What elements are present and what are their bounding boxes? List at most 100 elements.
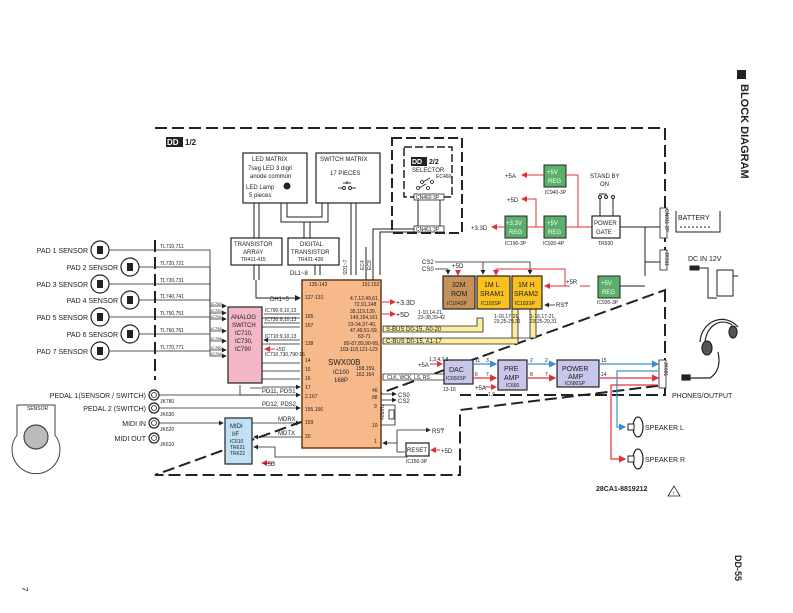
svg-text:DD: DD xyxy=(167,138,179,147)
pedal-device: SENSOR xyxy=(11,404,61,475)
svg-text:20: 20 xyxy=(305,434,311,440)
speaker-label: SPEAKER R xyxy=(645,457,685,464)
svg-text:AMP: AMP xyxy=(568,374,584,381)
svg-text:IC940-3P: IC940-3P xyxy=(545,190,567,196)
svg-text:17 PIECES: 17 PIECES xyxy=(330,171,360,177)
model-label: DD-55 xyxy=(733,555,743,581)
headphones-icon xyxy=(681,318,739,381)
svg-text:IC680SP: IC680SP xyxy=(565,381,586,387)
svg-text:ON: ON xyxy=(600,182,609,188)
speaker-label: SPEAKER L xyxy=(645,425,684,432)
svg-text:C-BUS D0-15, A1-17: C-BUS D0-15, A1-17 xyxy=(386,339,442,345)
svg-text:23-34,37-40,: 23-34,37-40, xyxy=(348,322,376,328)
svg-text:127-131: 127-131 xyxy=(305,295,324,301)
sub-frame xyxy=(391,137,463,234)
pad-ic-label: IC755 xyxy=(211,326,222,331)
jack-ref: JK620 xyxy=(160,427,174,433)
svg-text:103-118,121-123: 103-118,121-123 xyxy=(340,347,378,353)
sram1 xyxy=(476,275,511,310)
svg-text:46: 46 xyxy=(372,388,378,394)
svg-text:REG: REG xyxy=(548,179,561,185)
reg-5a xyxy=(543,164,567,188)
svg-text:7seg LED 3 digit: 7seg LED 3 digit xyxy=(248,166,292,172)
pad-tl-label: TL750,751 xyxy=(160,311,184,317)
standby-label: STAND BY xyxy=(590,174,620,180)
rom-32m xyxy=(442,275,476,310)
led-icon xyxy=(283,182,291,190)
svg-text:5 pieces: 5 pieces xyxy=(249,193,271,199)
svg-text:16: 16 xyxy=(305,376,311,382)
transistor-array-block xyxy=(230,237,283,266)
svg-text:72,91,148: 72,91,148 xyxy=(354,302,376,308)
cpu-v5d: +5D xyxy=(396,312,409,319)
svg-text:CN911 2P: CN911 2P xyxy=(663,209,669,232)
svg-text:+3.3V: +3.3V xyxy=(506,221,522,227)
svg-text:1M L: 1M L xyxy=(484,282,500,289)
svg-text:EC8: EC8 xyxy=(367,260,373,270)
svg-text:IC102SP: IC102SP xyxy=(481,301,502,307)
svg-text:IC930-3P: IC930-3P xyxy=(597,300,619,306)
svg-text:REG: REG xyxy=(602,290,615,296)
pad-tl-label: TL770,771 xyxy=(160,345,184,351)
svg-text:155,156: 155,156 xyxy=(305,407,323,413)
jack-label: PEDAL 2 (SWITCH) xyxy=(83,406,146,413)
analog-switch xyxy=(227,306,263,384)
svg-text:23,25-29,31: 23,25-29,31 xyxy=(494,319,521,325)
svg-text:PD12, PDS2: PD12, PDS2 xyxy=(262,402,297,408)
svg-text:23-38,39-42: 23-38,39-42 xyxy=(418,315,445,321)
svg-text:1-10,14-21,: 1-10,14-21, xyxy=(418,310,444,316)
svg-text:IC710,730,790:16: IC710,730,790:16 xyxy=(265,352,305,358)
pad-label: PAD 6 SENSOR xyxy=(67,332,118,339)
svg-text:1,9: 1,9 xyxy=(488,392,495,398)
svg-text:151: 151 xyxy=(362,282,371,288)
pad-ic-label: IC750 xyxy=(211,301,222,306)
side-title: BLOCK DIAGRAM xyxy=(737,70,750,179)
pad-tl-label: TL720,721 xyxy=(160,261,184,267)
speaker-r: SPEAKER R xyxy=(627,448,685,470)
svg-text:REG: REG xyxy=(548,230,561,236)
svg-text:+5A: +5A xyxy=(475,386,486,392)
svg-text:SENSOR: SENSOR xyxy=(27,406,49,412)
reset-ic xyxy=(405,442,430,457)
svg-text:CLK, WCK, LS, RS: CLK, WCK, LS, RS xyxy=(387,375,430,381)
svg-text:SD1~7: SD1~7 xyxy=(343,259,349,275)
svg-text:IC920-4P: IC920-4P xyxy=(543,241,565,247)
svg-text:IC790: IC790 xyxy=(235,347,252,353)
svg-text:TR621: TR621 xyxy=(230,445,245,451)
svg-text:135-142: 135-142 xyxy=(309,282,328,288)
svg-text:11: 11 xyxy=(475,358,480,364)
svg-text:CS2: CS2 xyxy=(422,260,434,266)
pad-label: PAD 3 SENSOR xyxy=(37,282,88,289)
sram2 xyxy=(511,275,543,310)
svg-text:1: 1 xyxy=(374,439,377,445)
frame-tag-sub: DD 2/2 xyxy=(411,157,439,166)
pad-label: PAD 5 SENSOR xyxy=(37,315,88,322)
svg-text:anode common: anode common xyxy=(250,174,291,180)
svg-text:!: ! xyxy=(673,491,674,497)
switch-matrix-block xyxy=(315,152,381,204)
svg-text:MIDI: MIDI xyxy=(230,424,243,430)
svg-text:1,3,4,7,8: 1,3,4,7,8 xyxy=(429,357,449,363)
svg-text:POWER: POWER xyxy=(594,221,617,227)
svg-text:SWITCH MATRIX: SWITCH MATRIX xyxy=(320,157,368,163)
selector-title: SELECTOR xyxy=(412,168,445,174)
jack-icon xyxy=(148,389,160,401)
svg-text:IC660: IC660 xyxy=(506,383,520,389)
frame-tag-main: DD 1/2 xyxy=(166,137,197,147)
cpu-pins-33: 4,7,12,49,61, xyxy=(350,296,379,302)
svg-text:MDTX: MDTX xyxy=(278,431,295,437)
c-bus xyxy=(382,299,537,345)
phones-label: PHONES/OUTPUT xyxy=(672,393,733,400)
midi-if xyxy=(224,417,253,465)
svg-text:LED Lamp: LED Lamp xyxy=(246,185,275,191)
svg-text:80-87,89,90-99,: 80-87,89,90-99, xyxy=(344,341,379,347)
svg-text:ROM: ROM xyxy=(451,291,468,298)
svg-text:1/2: 1/2 xyxy=(185,138,197,147)
svg-text:+5D: +5D xyxy=(452,264,464,270)
svg-text:IC790:9,10,13: IC790:9,10,13 xyxy=(265,308,297,314)
jack-ref: JK780 xyxy=(160,399,174,405)
svg-text:DIGITAL: DIGITAL xyxy=(300,242,324,248)
jack-2: PEDAL 2 (SWITCH)JK630 xyxy=(83,402,174,418)
svg-text:165: 165 xyxy=(305,314,314,320)
ac-adapter-icon xyxy=(689,265,738,299)
